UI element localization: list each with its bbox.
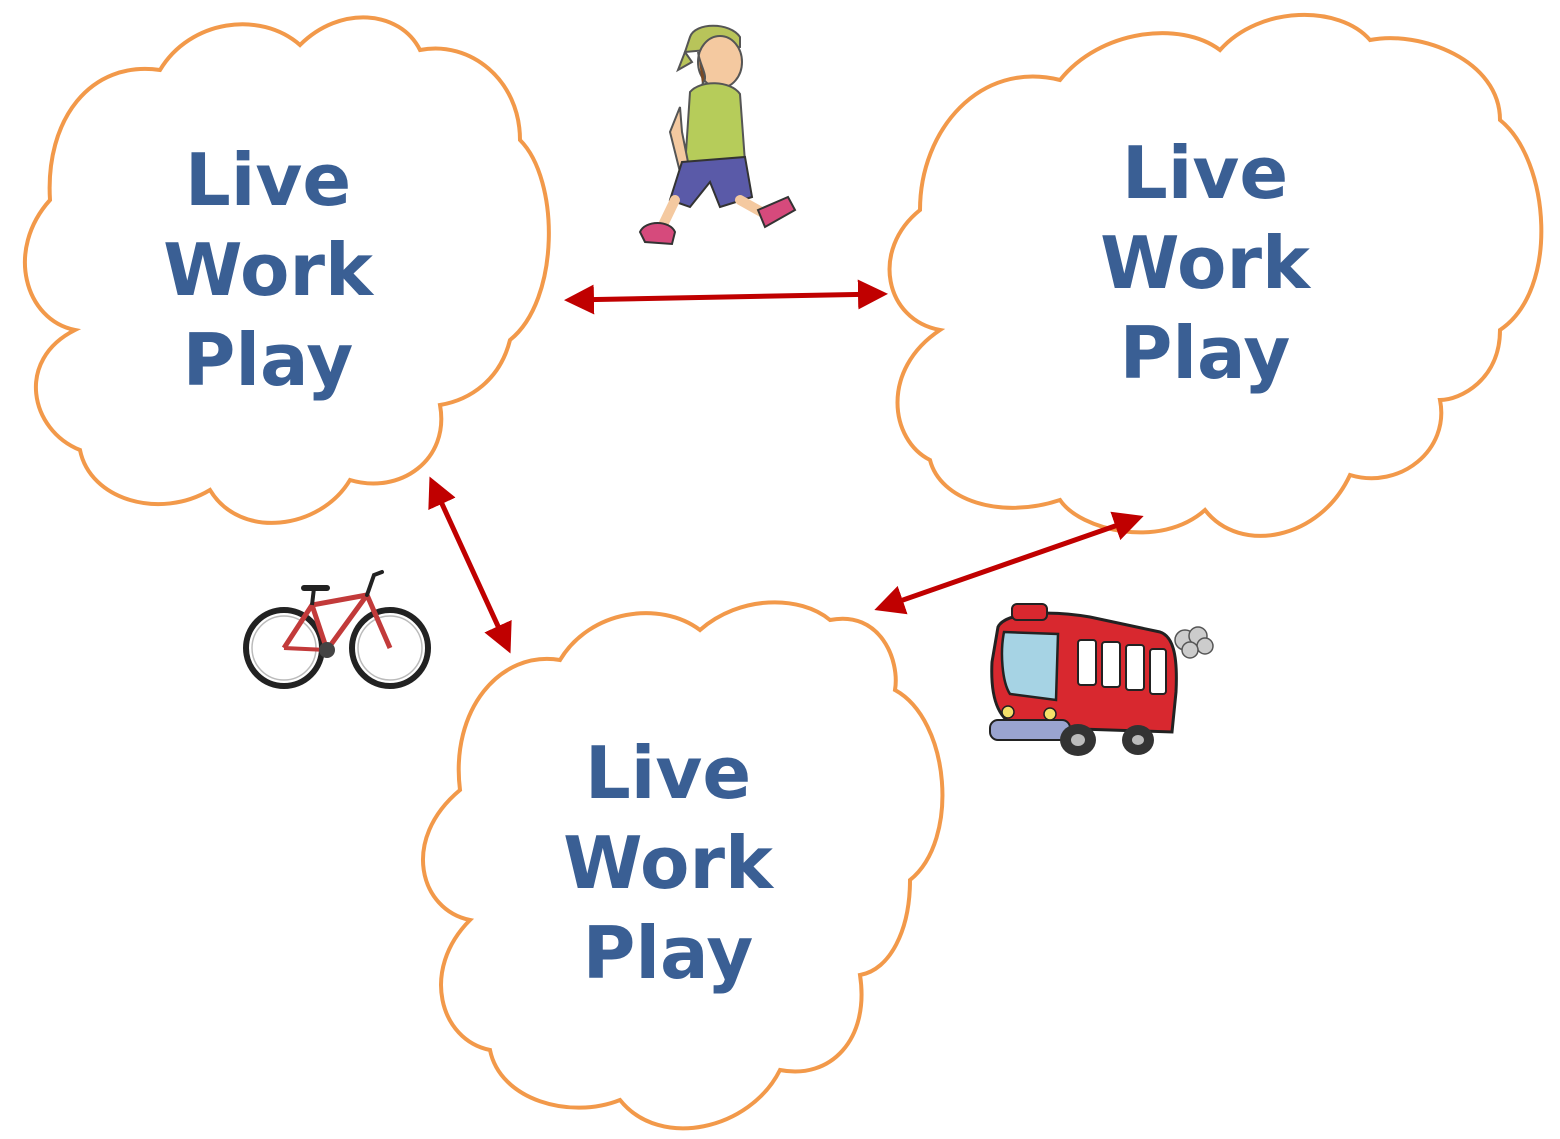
cloud-line-work: Work (163, 228, 375, 312)
cloud-bottom: Live Work Play (421, 600, 945, 1131)
bus-icon (989, 603, 1214, 756)
cloud-top-right: Live Work Play (887, 13, 1544, 538)
arrow-walk (564, 279, 888, 315)
cloud-line-play: Play (1120, 311, 1291, 395)
walking-boy-icon (638, 24, 797, 246)
arrow-bike (428, 476, 512, 654)
bicycle-icon (243, 570, 431, 689)
arrow-bus (874, 511, 1144, 615)
cloud-line-live: Live (185, 138, 351, 222)
cloud-line-play: Play (183, 318, 354, 402)
cloud-line-play: Play (583, 911, 754, 995)
cloud-line-live: Live (585, 731, 751, 815)
cloud-line-work: Work (563, 821, 775, 905)
cloud-shape (887, 13, 1544, 538)
cloud-top-left: Live Work Play (23, 15, 551, 525)
cloud-line-live: Live (1122, 131, 1288, 215)
cloud-shape (421, 600, 945, 1131)
cloud-shape (23, 15, 551, 525)
cloud-line-work: Work (1100, 221, 1312, 305)
